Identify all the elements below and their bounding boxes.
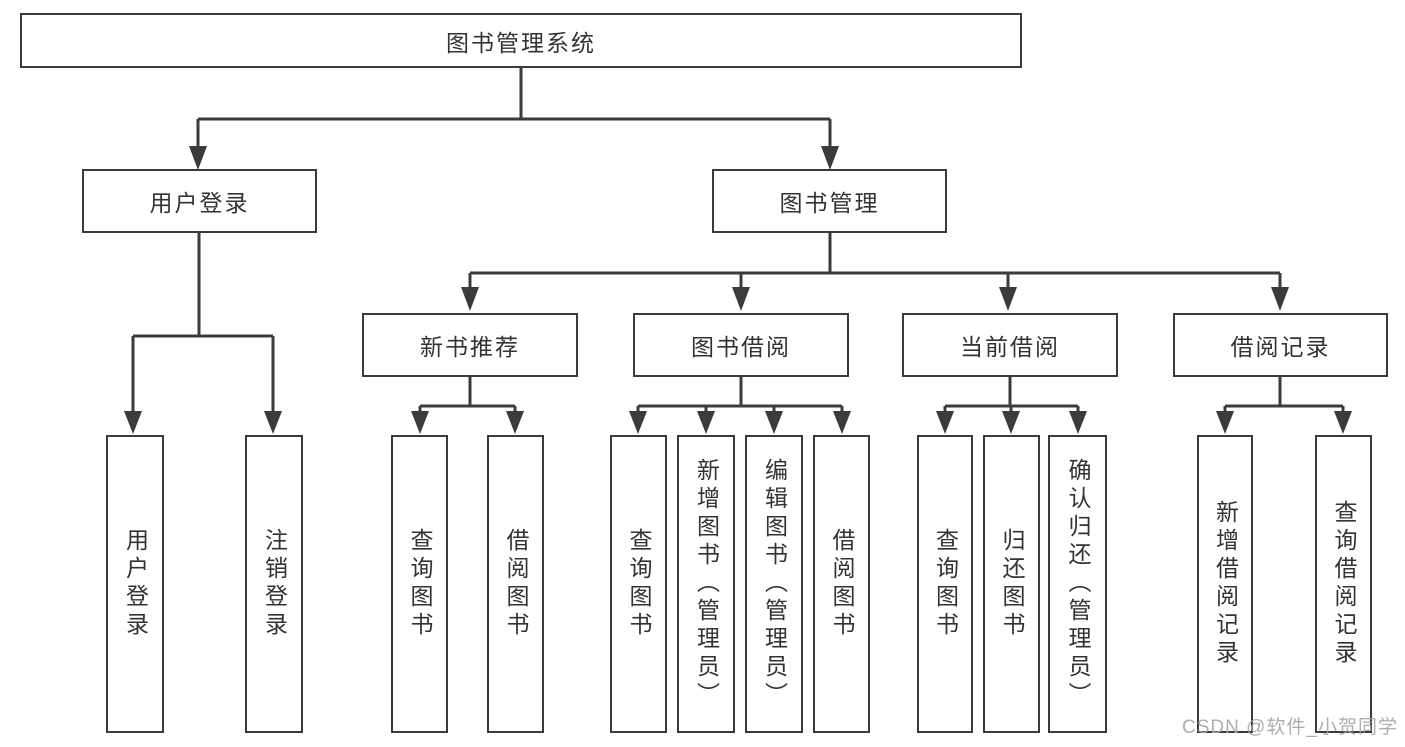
leaf-user-login: 用户登录 — [106, 435, 164, 733]
arrowheads — [124, 146, 1352, 434]
leaf-add-book-admin: 新增图书（管理员） — [677, 435, 735, 733]
node-new-book-recommend: 新书推荐 — [362, 313, 578, 377]
leaf-query-books-borrow: 查询图书 — [610, 435, 667, 733]
leaf-confirm-return-admin: 确认归还（管理员） — [1048, 435, 1107, 733]
leaf-logout: 注销登录 — [245, 435, 303, 733]
node-system-root: 图书管理系统 — [20, 13, 1022, 68]
leaf-query-borrow-record: 查询借阅记录 — [1315, 435, 1372, 733]
node-book-management: 图书管理 — [712, 169, 947, 233]
node-borrow-records: 借阅记录 — [1173, 313, 1388, 377]
leaf-query-books-recommend: 查询图书 — [391, 435, 448, 733]
leaf-edit-book-admin: 编辑图书（管理员） — [745, 435, 803, 733]
leaf-add-borrow-record: 新增借阅记录 — [1197, 435, 1253, 733]
csdn-watermark: CSDN @软件_小贺同学 — [1182, 717, 1398, 738]
node-current-borrow: 当前借阅 — [902, 313, 1118, 377]
node-book-borrow: 图书借阅 — [633, 313, 849, 377]
leaf-return-book: 归还图书 — [983, 435, 1040, 733]
leaf-borrow-books-recommend: 借阅图书 — [487, 435, 544, 733]
node-user-login: 用户登录 — [82, 169, 317, 233]
leaf-query-books-current: 查询图书 — [917, 435, 973, 733]
leaf-borrow-books: 借阅图书 — [813, 435, 870, 733]
